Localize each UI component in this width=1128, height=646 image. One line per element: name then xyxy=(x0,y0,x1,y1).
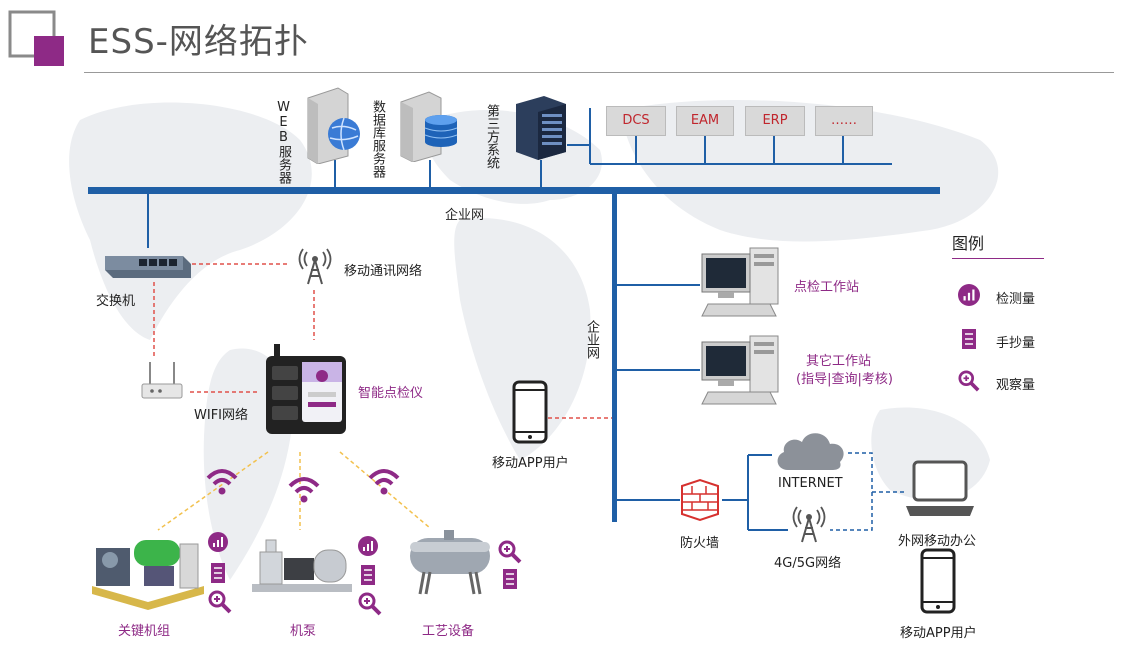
firewall-label: 防火墙 xyxy=(680,536,720,551)
enterprise-network-label: 企业网 xyxy=(445,208,485,223)
other-workstation-sublabel: (指导|查询|考核) xyxy=(796,372,893,387)
mobile-phone-icon xyxy=(920,548,956,614)
system-box-eam: EAM xyxy=(676,106,734,136)
legend-manual-label: 手抄量 xyxy=(996,336,1036,351)
wifi-router-icon xyxy=(141,362,183,399)
manual-value-icon xyxy=(211,563,225,583)
measured-value-icon xyxy=(208,532,228,552)
other-workstation-label: 其它工作站 xyxy=(806,354,872,369)
database-server-label: 数据库服务器 xyxy=(370,100,385,178)
system-box-more: …… xyxy=(815,106,873,136)
third-party-rack-icon xyxy=(516,96,566,160)
equipment-label-tank: 工艺设备 xyxy=(422,624,475,639)
cell-tower-icon xyxy=(298,248,332,285)
web-server-label: WEB服务器 xyxy=(276,100,291,184)
observed-value-icon xyxy=(498,540,522,564)
mobile-app-user-label-2: 移动APP用户 xyxy=(900,626,977,641)
wifi-signal-icon xyxy=(206,469,238,495)
laptop-icon xyxy=(906,460,974,516)
wifi-signal-icon xyxy=(368,469,400,495)
system-box-erp: ERP xyxy=(745,106,805,136)
observed-value-icon xyxy=(208,590,232,614)
wifi-network-label: WIFI网络 xyxy=(194,408,248,423)
legend-divider xyxy=(952,258,1044,259)
legend-observed-icon xyxy=(958,370,980,392)
legend-measured-label: 检测量 xyxy=(996,292,1036,307)
legend-manual-icon xyxy=(962,329,976,349)
pump-icon xyxy=(252,539,352,592)
wifi-signal-icon xyxy=(288,477,320,503)
smart-inspection-device-icon xyxy=(266,344,346,434)
manual-value-icon xyxy=(503,569,517,589)
cellular-network-label: 4G/5G网络 xyxy=(774,556,842,571)
measured-value-icon xyxy=(358,536,378,556)
switch-icon xyxy=(105,256,191,278)
switch-label: 交换机 xyxy=(96,294,136,309)
cellular-tower-icon xyxy=(792,506,826,543)
equipment-label-pump: 机泵 xyxy=(290,624,317,639)
key-compressor-unit-icon xyxy=(92,540,204,610)
mobile-phone-icon xyxy=(512,380,548,444)
smart-device-label: 智能点检仪 xyxy=(358,386,424,401)
firewall-icon xyxy=(681,478,719,522)
enterprise-network-vertical-label: 企业网 xyxy=(584,320,599,359)
inspection-workstation-icon xyxy=(701,247,779,317)
page-title: ESS-网络拓扑 xyxy=(88,22,309,62)
process-tank-icon xyxy=(410,530,490,595)
observed-value-icon xyxy=(358,592,382,616)
inspection-workstation-label: 点检工作站 xyxy=(794,280,860,295)
system-box-dcs: DCS xyxy=(606,106,666,136)
external-office-label: 外网移动办公 xyxy=(898,534,977,549)
mobile-app-user-label-1: 移动APP用户 xyxy=(492,456,569,471)
title-logo-icon xyxy=(8,10,64,66)
legend-measured-icon xyxy=(958,284,980,306)
title-divider xyxy=(84,72,1114,73)
web-server-icon xyxy=(307,87,360,164)
equipment-label-key-unit: 关键机组 xyxy=(118,624,171,639)
other-workstation-icon xyxy=(701,335,779,405)
mobile-network-label: 移动通讯网络 xyxy=(344,264,423,279)
legend-observed-label: 观察量 xyxy=(996,378,1036,393)
internet-label: INTERNET xyxy=(778,476,843,491)
manual-value-icon xyxy=(361,565,375,585)
legend-title: 图例 xyxy=(952,234,985,253)
database-server-icon xyxy=(400,91,458,162)
internet-cloud-icon xyxy=(777,433,844,470)
third-party-label: 第三方系统 xyxy=(484,104,499,169)
